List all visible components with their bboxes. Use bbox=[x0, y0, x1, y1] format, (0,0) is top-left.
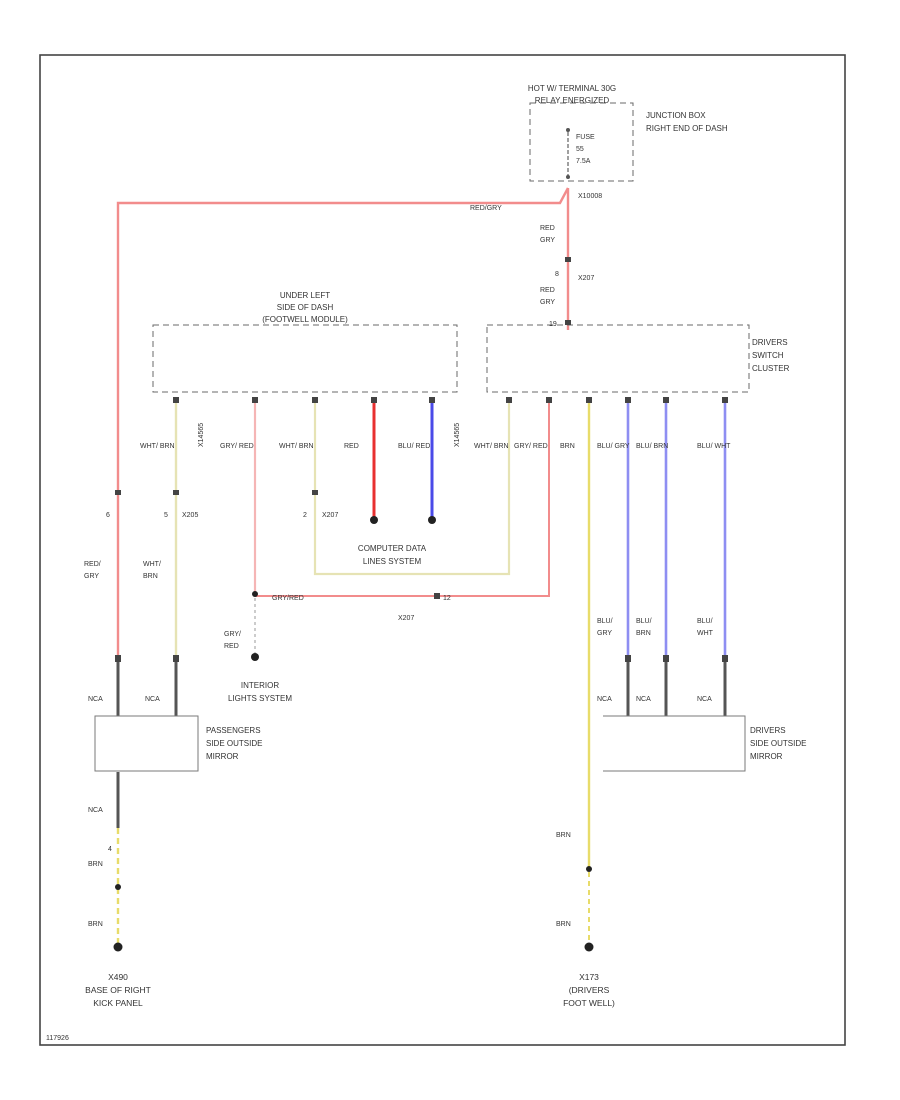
x490-label-a: X490 bbox=[108, 972, 128, 982]
wire-color-c5: BLU/ RED bbox=[398, 443, 430, 450]
footer-code: 117926 bbox=[46, 1035, 69, 1042]
wht-brn-left-1: WHT/ bbox=[143, 561, 161, 568]
wire-color-d5: BLU/ BRN bbox=[636, 443, 668, 450]
blu-label-3a: BLU/ bbox=[697, 618, 713, 625]
hot-label: HOT W/ TERMINAL 30G bbox=[528, 84, 616, 93]
blu-label-2b: BRN bbox=[636, 630, 651, 637]
wire-color-c1: WHT/ BRN bbox=[140, 443, 175, 450]
x173-label-b: (DRIVERS bbox=[569, 985, 610, 995]
blu-label-3b: WHT bbox=[697, 630, 714, 637]
x207-top-label: X207 bbox=[578, 275, 594, 282]
wire-red-gry-feed bbox=[116, 187, 570, 660]
footwell-module bbox=[152, 324, 458, 393]
wire-gry-red-horizontal bbox=[255, 400, 550, 597]
wire-color-c2: GRY/ RED bbox=[220, 443, 254, 450]
drivers-switch-cluster bbox=[486, 324, 750, 393]
x10008-label: X10008 bbox=[578, 193, 602, 200]
nca-label-5: NCA bbox=[697, 696, 712, 703]
nca-label-3: NCA bbox=[597, 696, 612, 703]
fuse-pin-bottom bbox=[566, 175, 570, 179]
interior-label-1: INTERIOR bbox=[241, 681, 279, 690]
pin-12: 12 bbox=[443, 595, 451, 602]
passengers-mirror-box bbox=[94, 715, 199, 772]
x207-mid-label: X207 bbox=[322, 512, 338, 519]
gry-red-v-label-1: GRY/ bbox=[224, 631, 241, 638]
nca-label-1: NCA bbox=[88, 696, 103, 703]
red-gry-v1b: GRY bbox=[540, 237, 555, 244]
fuse-label-1: FUSE bbox=[576, 134, 595, 141]
red-gry-v2b: GRY bbox=[540, 299, 555, 306]
x490-label-c: KICK PANEL bbox=[93, 998, 143, 1008]
brn-right-label-1: BRN bbox=[556, 832, 571, 839]
gry-red-h-label: GRY/RED bbox=[272, 595, 304, 602]
pin-6: 6 bbox=[106, 512, 110, 519]
passengers-mirror-label-2: SIDE OUTSIDE bbox=[206, 739, 262, 748]
x490-label-b: BASE OF RIGHT bbox=[85, 985, 151, 995]
blu-label-2a: BLU/ bbox=[636, 618, 652, 625]
x173-label-c: FOOT WELL) bbox=[563, 998, 615, 1008]
wire-color-c3: WHT/ BRN bbox=[279, 443, 314, 450]
brn-left-label-2: BRN bbox=[88, 921, 103, 928]
nca-label-2: NCA bbox=[145, 696, 160, 703]
computer-label-2: LINES SYSTEM bbox=[363, 557, 422, 566]
drivers-mirror-label-1: DRIVERS bbox=[750, 726, 786, 735]
brn-right-label-2: BRN bbox=[556, 921, 571, 928]
nca-bottom-label: NCA bbox=[88, 807, 103, 814]
passengers-mirror-label-3: MIRROR bbox=[206, 752, 239, 761]
x207-h-label: X207 bbox=[398, 615, 414, 622]
junction-label-2: RIGHT END OF DASH bbox=[646, 124, 728, 133]
red-gry-top-label: RED/GRY bbox=[470, 205, 502, 212]
red-gry-left-1: RED/ bbox=[84, 561, 101, 568]
wire-color-d2: GRY/ RED bbox=[514, 443, 548, 450]
red-gry-v1a: RED bbox=[540, 225, 555, 232]
brn-left-label-1: BRN bbox=[88, 861, 103, 868]
x205-label: X205 bbox=[182, 512, 198, 519]
x14565-label-a: X14565 bbox=[198, 423, 205, 447]
x14565-label-b: X14565 bbox=[454, 423, 461, 447]
drivers-switch-label-2: SWITCH bbox=[752, 351, 784, 360]
wht-brn-left-2: BRN bbox=[143, 573, 158, 580]
nca-label-4: NCA bbox=[636, 696, 651, 703]
relay-label: RELAY ENERGIZED bbox=[535, 96, 610, 105]
gry-red-v-label-2: RED bbox=[224, 643, 239, 650]
pin-19: 19 bbox=[549, 321, 557, 328]
drivers-switch-label-1: DRIVERS bbox=[752, 338, 788, 347]
fuse-pin-top bbox=[566, 128, 570, 132]
under-label-2: SIDE OF DASH bbox=[277, 303, 334, 312]
connectors bbox=[115, 257, 728, 662]
wire-color-d1: WHT/ BRN bbox=[474, 443, 509, 450]
x173-label-a: X173 bbox=[579, 972, 599, 982]
junction-label-1: JUNCTION BOX bbox=[646, 111, 706, 120]
wires bbox=[116, 187, 727, 945]
diagram-frame bbox=[39, 54, 846, 1046]
pin-5: 5 bbox=[164, 512, 168, 519]
red-gry-left-2: GRY bbox=[84, 573, 99, 580]
interior-label-2: LIGHTS SYSTEM bbox=[228, 694, 292, 703]
wire-color-d3: BRN bbox=[560, 443, 575, 450]
wire-computer-data bbox=[313, 400, 511, 576]
splices bbox=[113, 516, 594, 952]
blu-label-1b: GRY bbox=[597, 630, 612, 637]
computer-label-1: COMPUTER DATA bbox=[358, 544, 427, 553]
drivers-mirror-box bbox=[603, 715, 746, 772]
drivers-mirror-label-3: MIRROR bbox=[750, 752, 783, 761]
pin-2: 2 bbox=[303, 512, 307, 519]
fuse-label-3: 7.5A bbox=[576, 158, 591, 165]
pin-8: 8 bbox=[555, 271, 559, 278]
wire-color-d6: BLU/ WHT bbox=[697, 443, 731, 450]
under-label-1: UNDER LEFT bbox=[280, 291, 330, 300]
pin-4: 4 bbox=[108, 846, 112, 853]
fuse-label-2: 55 bbox=[576, 146, 584, 153]
drivers-mirror-label-2: SIDE OUTSIDE bbox=[750, 739, 806, 748]
red-gry-v2a: RED bbox=[540, 287, 555, 294]
wire-color-d4: BLU/ GRY bbox=[597, 443, 630, 450]
under-label-3: (FOOTWELL MODULE) bbox=[262, 315, 348, 324]
wire-color-c4: RED bbox=[344, 443, 359, 450]
blu-label-1a: BLU/ bbox=[597, 618, 613, 625]
drivers-switch-label-3: CLUSTER bbox=[752, 364, 790, 373]
passengers-mirror-label-1: PASSENGERS bbox=[206, 726, 261, 735]
junction-box bbox=[529, 102, 634, 182]
